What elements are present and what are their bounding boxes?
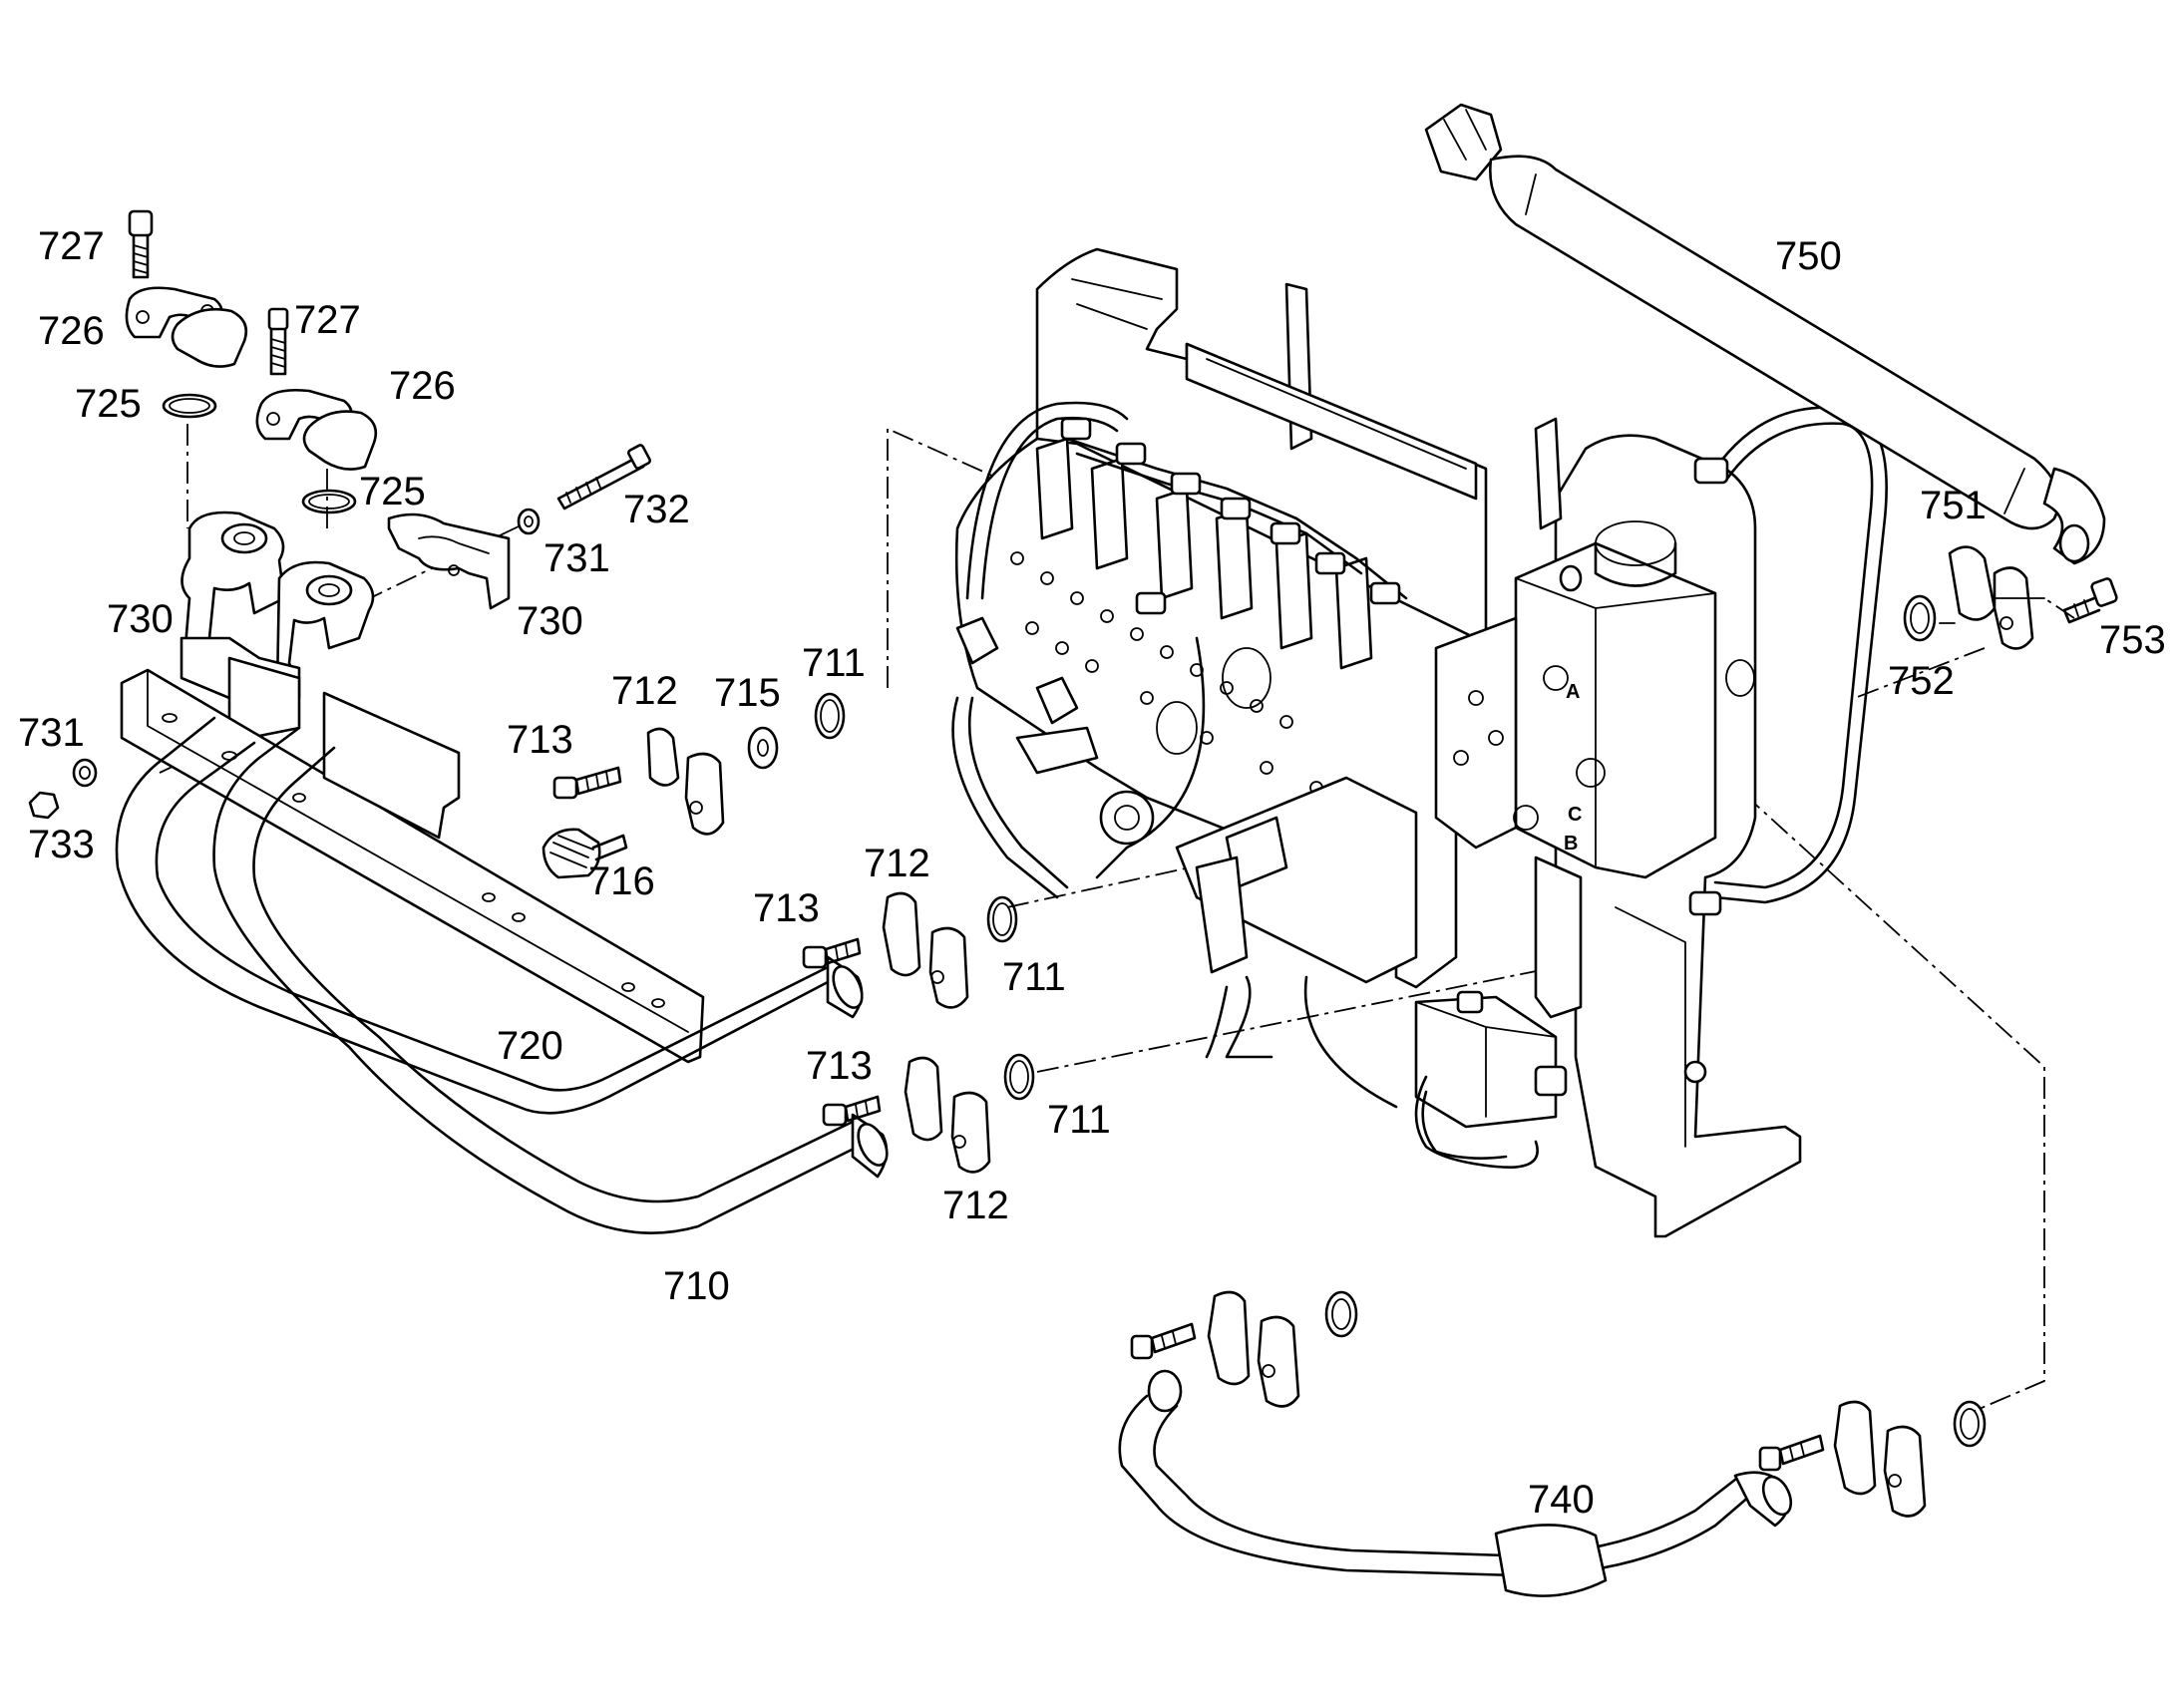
callout-751: 751: [1920, 484, 1987, 527]
washer-731-lower: [72, 758, 98, 788]
screw-727-a: [128, 209, 154, 279]
callout-713-b: 713: [753, 886, 820, 930]
long-screw-732: [556, 444, 652, 511]
pipe-720: [115, 716, 864, 1115]
fitting-set-bottom-right: [1758, 1400, 1987, 1518]
washer-731-upper: [517, 508, 541, 535]
leader-lines: [1939, 597, 2045, 624]
hose-740: [1118, 1369, 1793, 1597]
callout-731-b: 731: [18, 711, 85, 755]
mounting-rail: [120, 668, 705, 1064]
fitting-set-lower: [822, 1053, 1035, 1174]
callout-727-a: 727: [38, 224, 105, 268]
callout-716: 716: [588, 859, 655, 903]
nut-733: [28, 791, 60, 820]
callout-711-a: 711: [802, 641, 866, 685]
callout-712-b: 712: [864, 842, 930, 885]
callout-730-b: 730: [517, 599, 583, 643]
flange-assembly-upper-left: [125, 209, 511, 740]
callout-713-c: 713: [806, 1044, 873, 1088]
callout-726-b: 726: [389, 364, 456, 408]
callout-727-b: 727: [294, 298, 361, 342]
callout-731-a: 731: [544, 536, 610, 580]
fitting-set-bottom-left: [1130, 1290, 1358, 1408]
callout-732: 732: [623, 488, 690, 531]
clamp-bracket-730-right: [387, 512, 511, 610]
callout-726-a: 726: [38, 309, 105, 353]
valve-cube-block: [1514, 541, 1717, 879]
callout-730-a: 730: [107, 597, 174, 641]
clamp-half-726-a2: [171, 307, 248, 368]
fitting-set-middle: [802, 891, 1018, 1009]
hose-fittings-top: [1060, 417, 1401, 615]
port-mark-b: B: [1564, 833, 1578, 854]
callout-750: 750: [1775, 234, 1842, 278]
callout-712-c: 712: [942, 1184, 1009, 1227]
callout-725-b: 725: [359, 470, 426, 513]
callout-711-c: 711: [1047, 1098, 1111, 1142]
callout-711-b: 711: [1002, 955, 1066, 999]
callout-712-a: 712: [611, 669, 678, 713]
callout-740: 740: [1528, 1478, 1595, 1522]
callout-710: 710: [663, 1264, 730, 1308]
pressure-sensor-716: [542, 828, 628, 879]
control-valve-block: A C B: [951, 247, 1888, 1238]
screw-727-b: [267, 307, 289, 376]
port-mark-c: C: [1568, 804, 1582, 826]
callout-713-a: 713: [507, 718, 573, 762]
callout-753: 753: [2099, 618, 2166, 662]
spool-caps: [1035, 437, 1373, 670]
callout-720: 720: [497, 1024, 563, 1068]
callout-752: 752: [1888, 659, 1955, 703]
callout-725-a: 725: [75, 382, 142, 426]
callout-715: 715: [714, 671, 781, 715]
callout-733: 733: [28, 823, 95, 866]
callout-labels: 727 726 727 725 726 725 732 731 730 730 …: [18, 224, 2166, 1522]
port-mark-a: A: [1566, 681, 1580, 703]
pipe-710: [212, 726, 889, 1234]
fitting-set-right: [1903, 545, 2118, 650]
hose-750: [1424, 103, 2106, 565]
fitting-set-top: [552, 692, 846, 836]
